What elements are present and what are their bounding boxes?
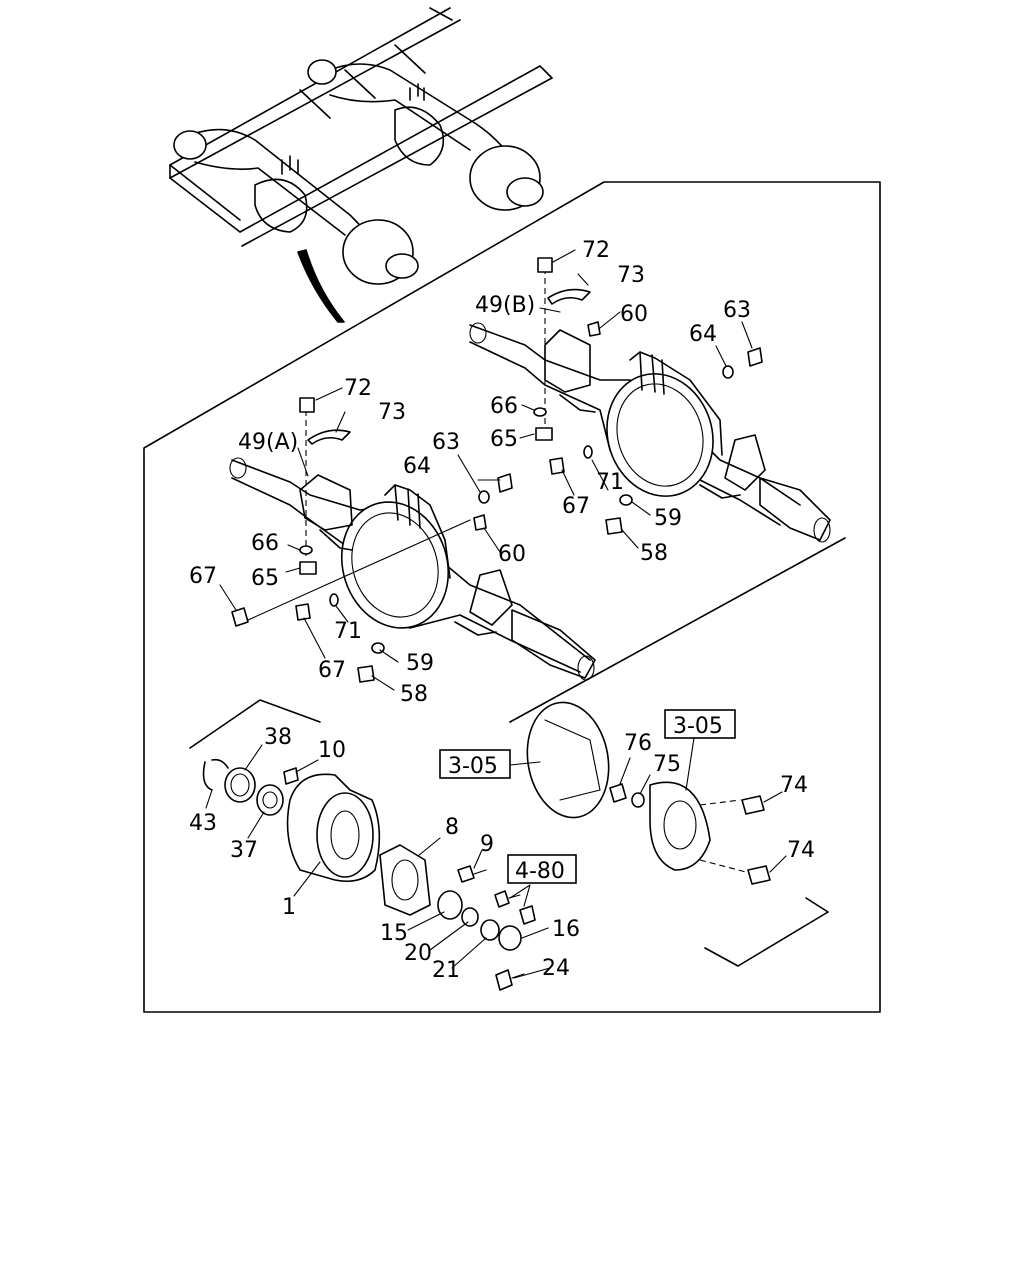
- callout-72-a: 72: [344, 376, 372, 401]
- callout-66-b: 66: [490, 394, 518, 419]
- callout-63-a: 63: [432, 430, 460, 455]
- detail-frame-border: [143, 181, 881, 1013]
- brake-plate-group: [526, 701, 771, 885]
- callout-67-a: 67: [189, 564, 217, 589]
- callout-74-b: 74: [787, 838, 815, 863]
- callout-9: 9: [480, 832, 494, 857]
- ref-box-3-05-right[interactable]: [664, 709, 736, 739]
- callout-76: 76: [624, 731, 652, 756]
- ref-3-05-left[interactable]: 3-05: [448, 754, 498, 779]
- callout-73-a: 73: [378, 400, 406, 425]
- callout-72-b: 72: [582, 238, 610, 263]
- fasteners: [231, 257, 763, 683]
- callout-64-b: 64: [689, 322, 717, 347]
- callout-75: 75: [653, 752, 681, 777]
- callout-66-a: 66: [251, 531, 279, 556]
- callout-71-b: 71: [596, 470, 624, 495]
- callout-58-a: 58: [400, 682, 428, 707]
- callout-60-a: 60: [498, 542, 526, 567]
- leader-lines: [205, 249, 787, 979]
- callout-60-b: 60: [620, 302, 648, 327]
- callout-67-b: 67: [562, 494, 590, 519]
- callout-73-b: 73: [617, 263, 645, 288]
- callout-20: 20: [404, 941, 432, 966]
- ref-box-3-05-left[interactable]: [439, 749, 511, 779]
- callout-24: 24: [542, 956, 570, 981]
- callout-74-a: 74: [780, 773, 808, 798]
- callout-49a: 49(A): [238, 430, 298, 455]
- callout-63-b: 63: [723, 298, 751, 323]
- brake-subpanel-outline: [509, 537, 846, 967]
- callout-16: 16: [552, 917, 580, 942]
- callout-15: 15: [380, 921, 408, 946]
- callout-64-a: 64: [403, 454, 431, 479]
- reference-boxes: 3-05 3-05 4-80: [439, 709, 736, 884]
- callout-43: 43: [189, 811, 217, 836]
- callout-8: 8: [445, 815, 459, 840]
- hub-subpanel-outline: [189, 699, 321, 749]
- callout-65-a: 65: [251, 566, 279, 591]
- callout-71-a: 71: [334, 619, 362, 644]
- callout-49b: 49(B): [475, 293, 535, 318]
- callout-labels: 72 73 49(B) 60 64 63 66 65 67 71 59 58 7…: [189, 238, 815, 983]
- callout-65-b: 65: [490, 427, 518, 452]
- callout-37: 37: [230, 838, 258, 863]
- callout-58-b: 58: [640, 541, 668, 566]
- callout-67-c: 67: [318, 658, 346, 683]
- callout-10: 10: [318, 738, 346, 763]
- callout-59-b: 59: [654, 506, 682, 531]
- frame-overview-illustration: [169, 7, 553, 323]
- callout-1: 1: [282, 895, 296, 920]
- callout-59-a: 59: [406, 651, 434, 676]
- callout-38: 38: [264, 725, 292, 750]
- hub-drum-group: [202, 758, 536, 991]
- ref-box-4-80[interactable]: [507, 854, 577, 884]
- axle-housing-a: [229, 410, 596, 681]
- callout-21: 21: [432, 958, 460, 983]
- ref-4-80[interactable]: 4-80: [515, 859, 565, 884]
- axle-housing-b: [469, 268, 831, 543]
- ref-3-05-right[interactable]: 3-05: [673, 714, 723, 739]
